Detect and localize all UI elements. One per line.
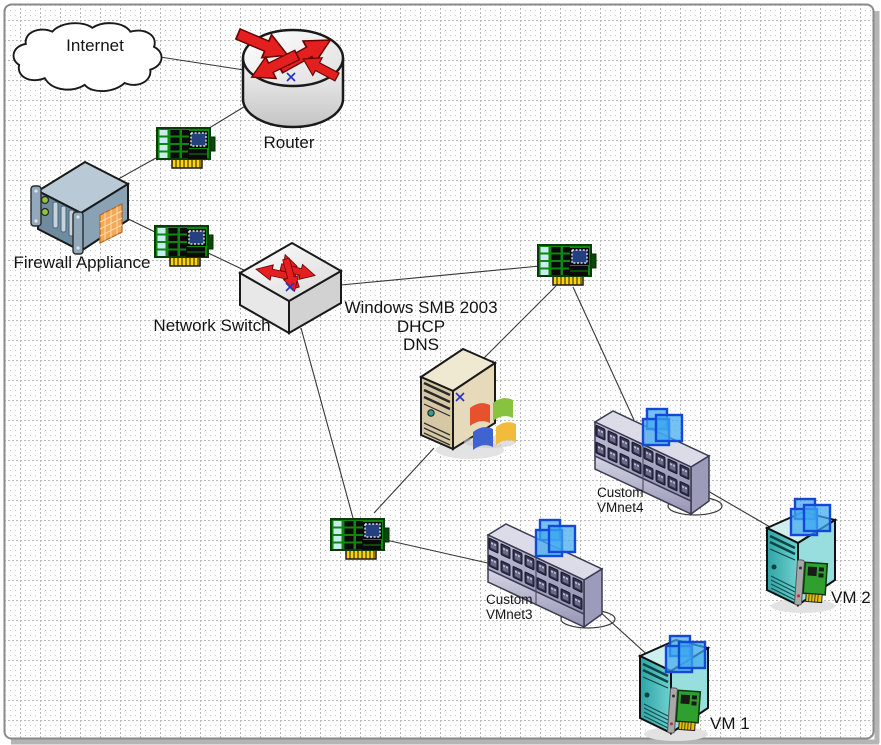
windows-logo-icon <box>464 398 516 450</box>
switch-connection-x <box>285 282 295 292</box>
node-vmnet3[interactable]: Custom VMnet3 <box>486 518 616 629</box>
server-slats <box>423 381 451 411</box>
server-vents <box>423 422 451 446</box>
edge-switch-nic4[interactable] <box>300 327 354 519</box>
edge-switch-nic3[interactable] <box>340 265 541 286</box>
internet-label: Internet <box>66 36 124 55</box>
server-label-line2: DHCP <box>397 317 445 336</box>
node-router[interactable]: Router <box>232 21 345 152</box>
node-switch[interactable]: Network Switch <box>153 241 344 335</box>
firewall-bolt-1 <box>34 189 38 193</box>
firewall-label: Firewall Appliance <box>13 253 150 272</box>
node-vm1[interactable]: VM 1 <box>638 634 750 743</box>
edges <box>103 56 771 660</box>
edge-server-nic4[interactable] <box>373 447 435 514</box>
firewall-bolt-3 <box>76 215 80 219</box>
vmnet4-badge-icon <box>641 407 684 447</box>
firewall-bolt-2 <box>34 219 38 223</box>
vmnet4-label-line1: Custom <box>597 485 644 500</box>
switch-label: Network Switch <box>153 316 270 335</box>
edge-nic3-vmnet4[interactable] <box>572 286 635 421</box>
router-connection-x <box>286 72 296 82</box>
router-label: Router <box>263 133 314 152</box>
edge-nic3-server[interactable] <box>482 285 557 360</box>
server-slat-thin <box>423 403 451 417</box>
windows-pane-red <box>470 403 490 426</box>
vm1-label: VM 1 <box>710 714 750 733</box>
firewall-rail-left <box>30 185 42 227</box>
firewall-led-2 <box>40 207 50 217</box>
firewall-bolt-4 <box>76 246 80 250</box>
vm2-badge-icon <box>789 497 832 537</box>
vmnet3-label-line1: Custom <box>486 592 533 607</box>
vmnet3-label-line2: VMnet3 <box>486 607 533 622</box>
server-connection-x <box>455 392 465 402</box>
frame-border <box>3 3 875 740</box>
firewall-brick-icon <box>99 203 123 244</box>
edge-nic4-vmnet3[interactable] <box>385 539 493 565</box>
edge-internet-router[interactable] <box>159 56 245 71</box>
server-power-button <box>427 409 435 417</box>
windows-pane-blue <box>473 427 493 450</box>
frame-shadow-bottom <box>11 739 879 745</box>
edge-vmnet4-vm2[interactable] <box>707 490 771 528</box>
firewall-rail-center <box>72 211 84 255</box>
node-vm2[interactable]: VM 2 <box>765 497 871 615</box>
node-firewall[interactable]: Firewall Appliance <box>13 160 151 272</box>
node-internet[interactable]: Internet <box>12 22 163 92</box>
edge-nic2-switch[interactable] <box>203 250 247 272</box>
frame-shadow-right <box>874 11 880 743</box>
server-label-line1: Windows SMB 2003 <box>344 298 497 317</box>
edge-router-nic1[interactable] <box>205 104 248 131</box>
vmnet4-label-line2: VMnet4 <box>597 500 644 515</box>
vm1-badge-icon <box>664 634 707 674</box>
windows-pane-green <box>493 398 513 421</box>
windows-pane-yellow <box>496 422 516 445</box>
node-vmnet4[interactable]: Custom VMnet4 <box>594 407 723 516</box>
server-label-line3: DNS <box>403 335 439 354</box>
vmnet3-badge-icon <box>534 518 577 558</box>
vm2-label: VM 2 <box>831 588 871 607</box>
edge-vmnet3-vm1[interactable] <box>598 610 653 660</box>
firewall-led-1 <box>40 195 50 205</box>
cloud-icon <box>12 22 163 92</box>
node-server[interactable]: Windows SMB 2003 DHCP DNS <box>344 298 516 459</box>
